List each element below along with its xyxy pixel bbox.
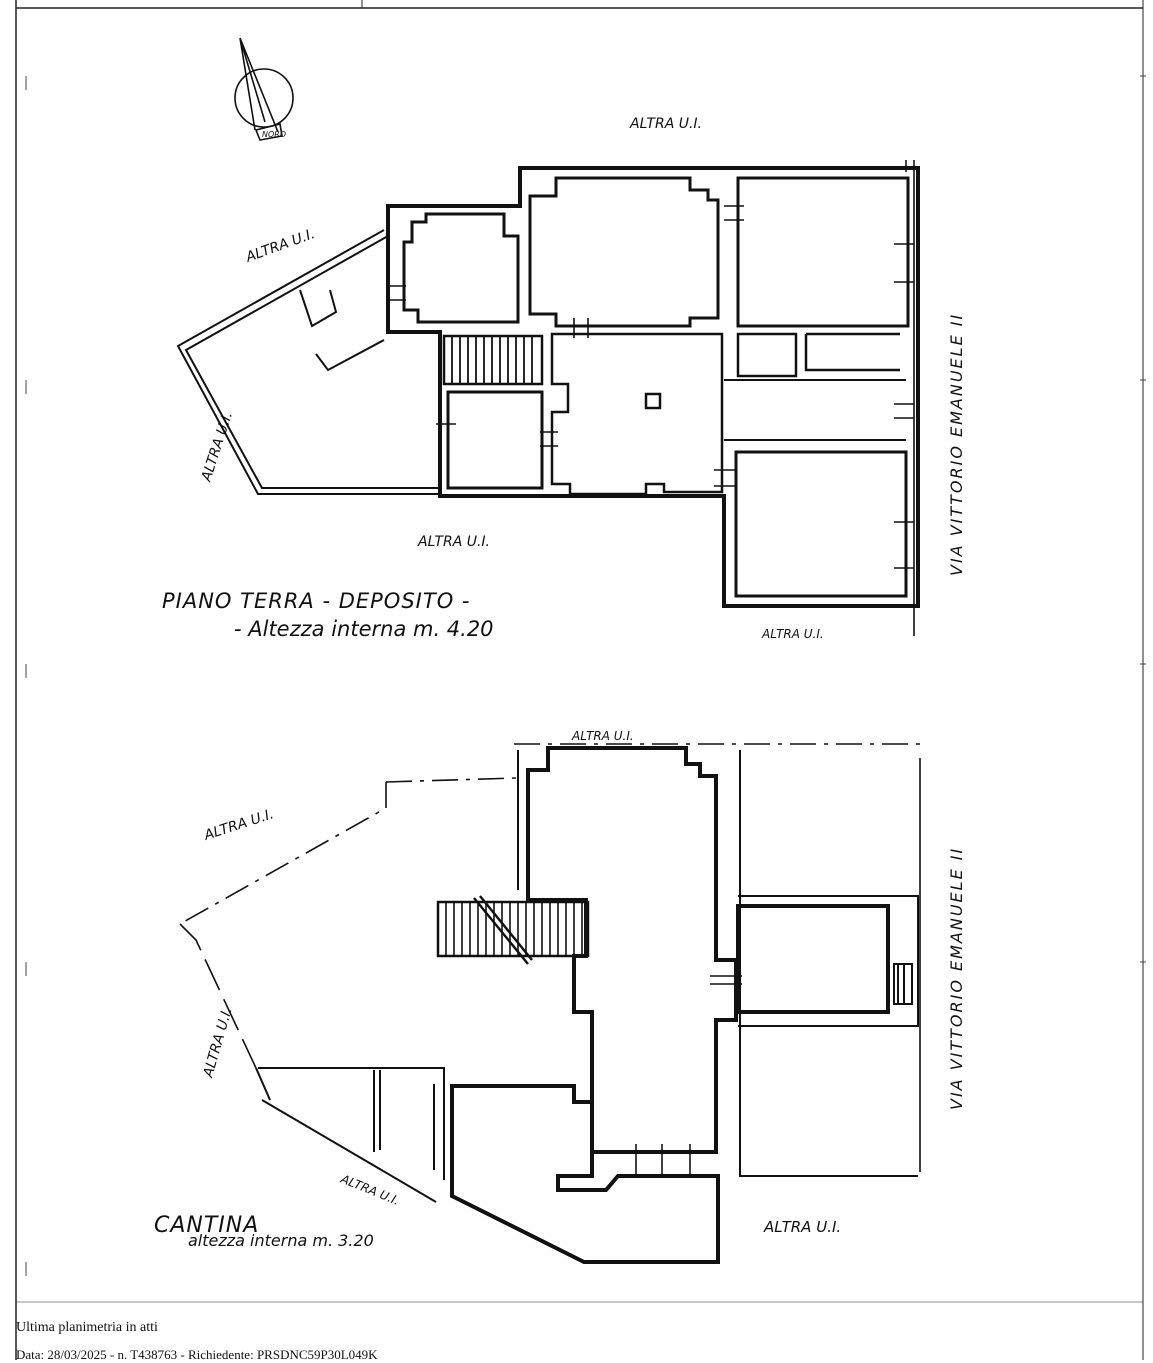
gf-label-left: ALTRA U.I. xyxy=(198,410,236,484)
cl-label-upper-left: ALTRA U.I. xyxy=(201,806,275,844)
ground-floor-outline xyxy=(386,166,920,608)
cl-title-line2: altezza interna m. 3.20 xyxy=(188,1231,374,1250)
door-marks xyxy=(386,160,915,636)
gf-title-line1: PIANO TERRA - DEPOSITO - xyxy=(162,589,470,613)
gf-label-bottom-right: ALTRA U.I. xyxy=(761,627,824,641)
gf-label-top: ALTRA U.I. xyxy=(629,116,702,132)
gf-label-upper-left: ALTRA U.I. xyxy=(243,226,317,266)
gf-street-label: VIA VITTORIO EMANUELE II xyxy=(947,313,966,576)
room-upper-right xyxy=(736,176,910,328)
north-arrow-icon: NORD xyxy=(234,37,294,141)
cellar-door-marks xyxy=(635,758,921,1176)
gf-label-bottom: ALTRA U.I. xyxy=(417,534,490,550)
room-small-right-a xyxy=(736,332,798,378)
page-frame xyxy=(15,0,1144,1360)
margin-ticks xyxy=(25,75,1146,1276)
cl-street-label: VIA VITTORIO EMANUELE II xyxy=(947,847,966,1110)
north-label: NORD xyxy=(262,130,286,139)
cellar-main-outline xyxy=(526,746,738,1154)
yard-outline xyxy=(176,229,440,495)
cl-label-left: ALTRA U.I. xyxy=(200,1005,236,1080)
room-small-right-b xyxy=(804,332,900,372)
pillar xyxy=(644,392,662,410)
room-mid-left xyxy=(446,390,544,490)
cellar-inner xyxy=(517,750,918,1177)
cellar-right-room-outer xyxy=(738,895,919,1027)
cellar-bottom-room xyxy=(450,1084,720,1264)
cl-title-line1: CANTINA xyxy=(154,1213,259,1238)
room-central-hall xyxy=(550,332,724,496)
room-lower-right xyxy=(734,450,908,598)
room-upper-center xyxy=(528,176,720,328)
cellar-right-room xyxy=(736,904,890,1014)
window-mark xyxy=(893,963,913,1005)
cellar-dashed-boundary xyxy=(179,743,920,925)
yard-inner-walls xyxy=(299,289,385,372)
cellar-bottom-left-edge xyxy=(255,1067,271,1101)
footer-line-2: Data: 28/03/2025 - n. T438763 - Richiede… xyxy=(16,1347,378,1362)
footer-line-1: Ultima planimetria in atti xyxy=(16,1320,158,1335)
cl-label-bottom-right: ALTRA U.I. xyxy=(763,1218,841,1236)
cellar-left-edge xyxy=(179,923,257,1069)
staircase xyxy=(442,334,544,386)
cl-label-top: ALTRA U.I. xyxy=(571,729,634,743)
cellar-staircase xyxy=(436,895,590,965)
ground-floor-plan xyxy=(176,160,920,636)
cellar-plan xyxy=(179,743,921,1264)
room-upper-left xyxy=(402,212,520,324)
gf-title-line2: - Altezza interna m. 4.20 xyxy=(234,617,494,641)
cellar-bottom-walls xyxy=(258,1067,445,1203)
